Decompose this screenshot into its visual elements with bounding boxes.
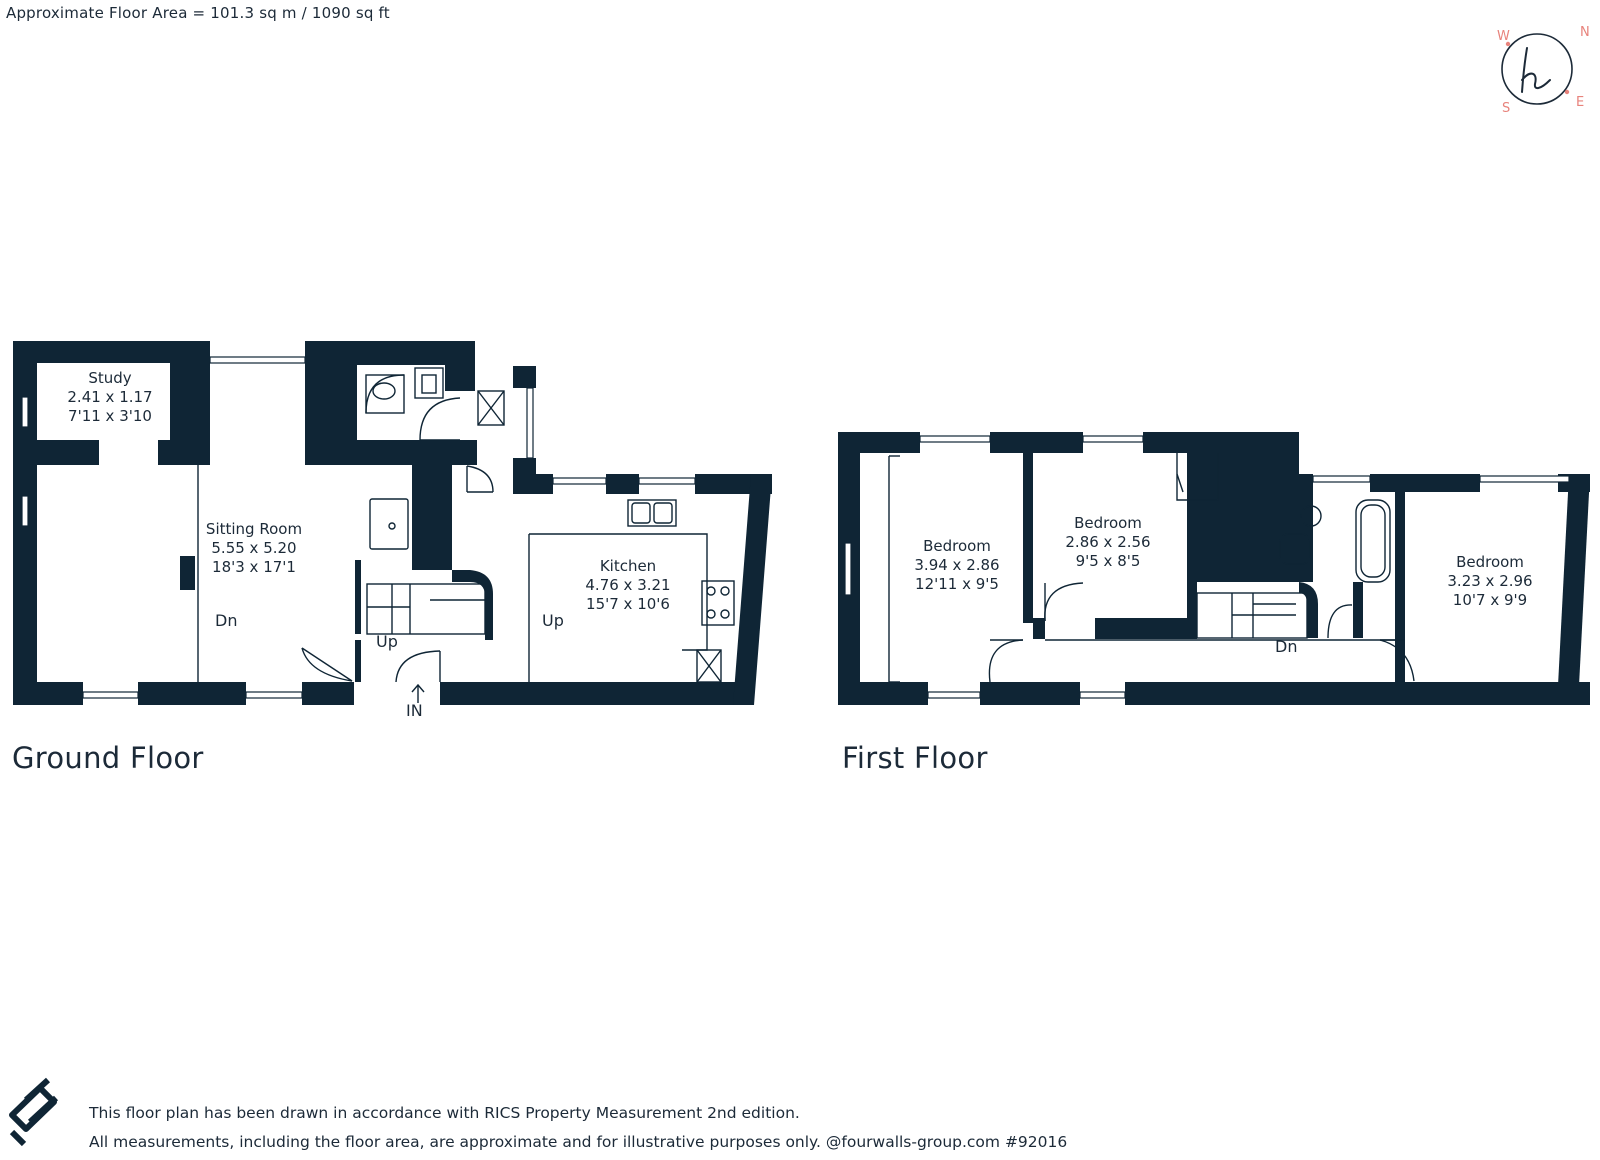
room-metric: 5.55 x 5.20 bbox=[211, 539, 297, 557]
compass-ring bbox=[1501, 33, 1573, 105]
compass-s: S bbox=[1502, 101, 1510, 116]
room-label-study: Study 2.41 x 1.17 7'11 x 3'10 bbox=[67, 369, 152, 426]
stair-up-label: Up bbox=[376, 632, 398, 651]
compass-logo: N W S E bbox=[1497, 25, 1590, 116]
ground-floor-windows bbox=[21, 356, 696, 699]
entrance-label: IN bbox=[406, 701, 423, 720]
fourwalls-logo-icon bbox=[9, 1077, 59, 1147]
room-label-bedroom-1: Bedroom 3.94 x 2.86 12'11 x 9'5 bbox=[914, 537, 999, 594]
compass-dot-e bbox=[1564, 89, 1570, 95]
stair-up-label: Up bbox=[542, 611, 564, 630]
room-metric: 2.86 x 2.56 bbox=[1065, 533, 1151, 551]
room-name: Bedroom bbox=[923, 537, 991, 555]
room-label-bedroom-3: Bedroom 3.23 x 2.96 10'7 x 9'9 bbox=[1447, 553, 1532, 610]
ground-floor-walls bbox=[13, 341, 772, 705]
room-label-sitting-room: Sitting Room 5.55 x 5.20 18'3 x 17'1 bbox=[206, 520, 302, 577]
room-name: Bedroom bbox=[1456, 553, 1524, 571]
floor-area-title: Approximate Floor Area = 101.3 sq m / 10… bbox=[6, 4, 390, 22]
room-imperial: 15'7 x 10'6 bbox=[586, 595, 670, 613]
room-label-kitchen: Kitchen 4.76 x 3.21 15'7 x 10'6 bbox=[585, 557, 670, 614]
stair-dn-label: Dn bbox=[215, 611, 238, 630]
footer-disclaimer-1: This floor plan has been drawn in accord… bbox=[89, 1104, 800, 1122]
first-floor-windows bbox=[844, 435, 1570, 699]
room-metric: 2.41 x 1.17 bbox=[67, 388, 153, 406]
ground-floor-title: Ground Floor bbox=[12, 741, 204, 775]
signature-h-icon bbox=[1521, 47, 1551, 93]
room-imperial: 10'7 x 9'9 bbox=[1452, 591, 1528, 609]
room-metric: 3.94 x 2.86 bbox=[914, 556, 1000, 574]
room-imperial: 9'5 x 8'5 bbox=[1075, 552, 1141, 570]
first-floor-internal-lines bbox=[888, 453, 1415, 683]
footer-disclaimer-2: All measurements, including the floor ar… bbox=[89, 1133, 1068, 1151]
room-imperial: 7'11 x 3'10 bbox=[68, 407, 152, 425]
stair-dn-label: Dn bbox=[1275, 637, 1298, 656]
room-imperial: 12'11 x 9'5 bbox=[915, 575, 999, 593]
compass-dot-w bbox=[1505, 41, 1511, 47]
compass-w: W bbox=[1497, 29, 1510, 44]
room-metric: 3.23 x 2.96 bbox=[1447, 572, 1533, 590]
room-label-bedroom-2: Bedroom 2.86 x 2.56 9'5 x 8'5 bbox=[1065, 514, 1150, 571]
room-metric: 4.76 x 3.21 bbox=[585, 576, 671, 594]
ground-floor-plan bbox=[13, 341, 772, 705]
ground-floor-internal-lines bbox=[197, 367, 735, 703]
first-floor-plan bbox=[838, 432, 1590, 705]
room-name: Sitting Room bbox=[205, 520, 303, 538]
room-name: Study bbox=[88, 369, 132, 387]
compass-n: N bbox=[1580, 25, 1590, 40]
room-name: Bedroom bbox=[1074, 514, 1142, 532]
room-imperial: 18'3 x 17'1 bbox=[212, 558, 296, 576]
first-floor-title: First Floor bbox=[842, 741, 988, 775]
compass-e: E bbox=[1576, 95, 1584, 110]
room-name: Kitchen bbox=[599, 557, 657, 575]
